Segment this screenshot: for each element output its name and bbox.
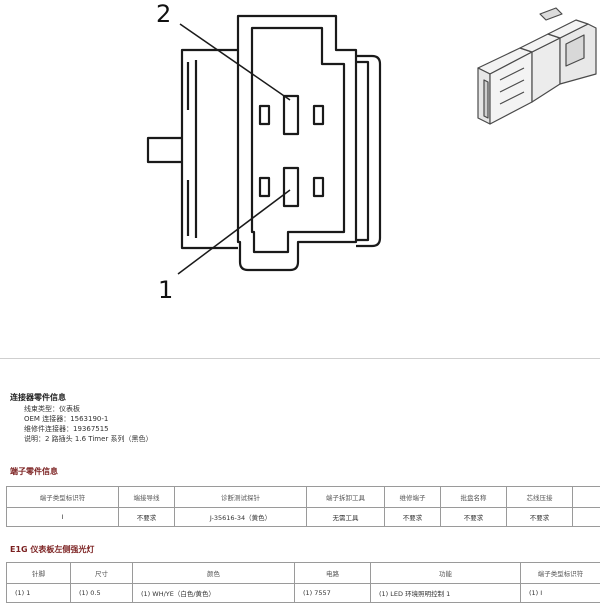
connector-face-drawing [0,0,600,300]
table-header-cell [573,487,600,508]
table-header-cell: 诊断测试探针 [175,487,307,508]
pinout-table: 针脚 尺寸 颜色 电路 功能 端子类型标识符 (1) 1 (1) 0.5 (1)… [6,562,600,603]
connector-key-tab [148,138,182,162]
pinout-title: E1G 仪表板左侧强光灯 [10,544,94,555]
connector-info-line: 维修件连接器：19367515 [24,424,109,434]
connector-inner-shell [252,28,344,252]
callout-label-2: 2 [156,2,171,26]
connector-info-title: 连接器零件信息 [10,392,66,403]
table-header-cell: 芯线压接 [507,487,573,508]
table-header-cell: 维修端子 [385,487,441,508]
table-header-cell: 针脚 [7,563,71,584]
table-header-cell: 端子类型标识符 [7,487,119,508]
table-header-row: 端子类型标识符 端接导线 诊断测试探针 端子拆卸工具 维修端子 批盘名称 芯线压… [7,487,600,508]
table-cell: 不要求 [119,508,175,527]
table-cell: J-35616-34（黄色） [175,508,307,527]
connector-left-latch [182,50,238,248]
connector-3d-thumbnail [478,8,596,124]
cavity-2-main [284,96,298,134]
table-header-cell: 端子类型标识符 [521,563,600,584]
cavity-1-main [284,168,298,206]
callout-1-leader [178,190,290,274]
terminal-info-table: 端子类型标识符 端接导线 诊断测试探针 端子拆卸工具 维修端子 批盘名称 芯线压… [6,486,600,527]
table-row: I 不要求 J-35616-34（黄色） 无需工具 不要求 不要求 不要求 [7,508,600,527]
cavity-2-right [314,106,323,124]
table-cell: 无需工具 [307,508,385,527]
table-cell: I [7,508,119,527]
table-cell [573,508,600,527]
table-header-cell: 批盘名称 [441,487,507,508]
table-cell: 不要求 [507,508,573,527]
table-cell: 不要求 [385,508,441,527]
table-header-cell: 尺寸 [71,563,133,584]
table-cell: 不要求 [441,508,507,527]
section-divider [0,358,600,359]
table-header-cell: 端子拆卸工具 [307,487,385,508]
table-header-cell: 功能 [371,563,521,584]
table-header-cell: 颜色 [133,563,295,584]
table-header-row: 针脚 尺寸 颜色 电路 功能 端子类型标识符 [7,563,600,584]
table-header-cell: 电路 [295,563,371,584]
connector-info-line: OEM 连接器：1563190-1 [24,414,108,424]
table-header-cell: 端接导线 [119,487,175,508]
cavity-1-left [260,178,269,196]
cavity-2-left [260,106,269,124]
terminal-info-title: 端子零件信息 [10,466,58,477]
connector-info-line: 线束类型：仪表板 [24,404,80,414]
connector-info-line: 说明：2 路插头 1.6 Timer 系列（黑色） [24,434,153,444]
cavity-1-right [314,178,323,196]
callout-label-1: 1 [158,278,173,302]
